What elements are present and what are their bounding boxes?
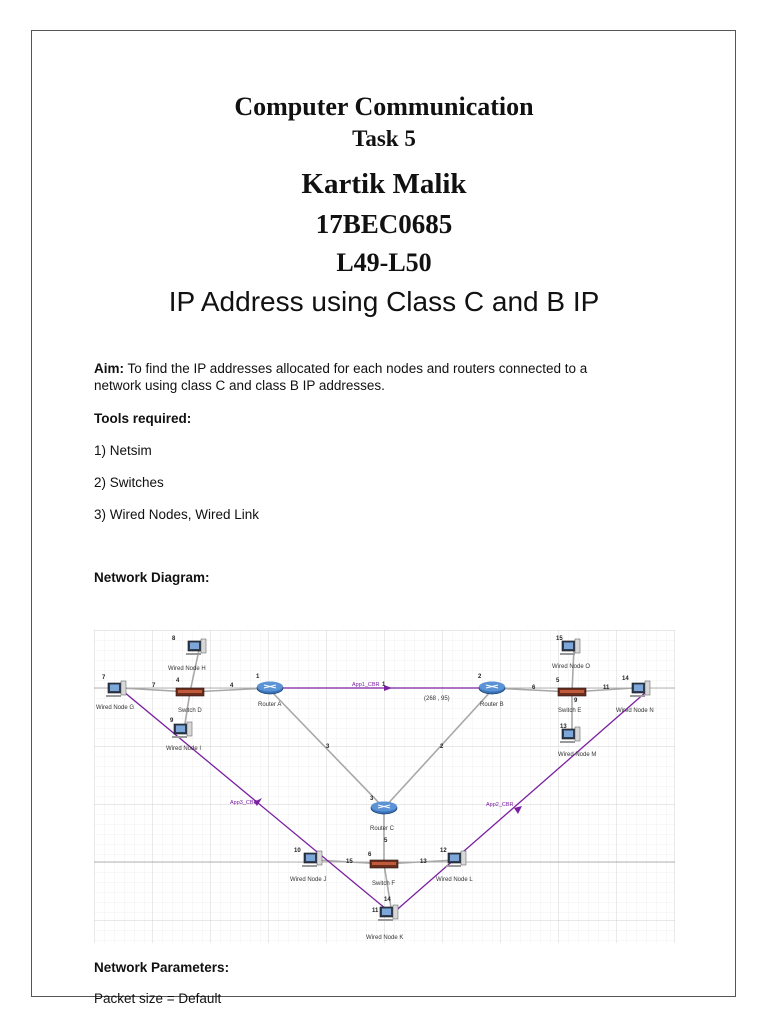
- node-number: 12: [440, 848, 447, 854]
- link-number: 7: [152, 683, 156, 689]
- student-name: Kartik Malik: [301, 168, 467, 200]
- node-label: Wired Node H: [168, 666, 206, 672]
- app-label: App2_CBR: [486, 802, 514, 808]
- node-number: 2: [478, 674, 482, 680]
- lab-slot: L49-L50: [336, 248, 432, 277]
- node-label: Wired Node L: [436, 877, 473, 883]
- node-label: Switch F: [372, 881, 395, 887]
- node-number: 6: [368, 852, 372, 858]
- router-a-icon: [256, 681, 284, 695]
- node-number: 5: [556, 678, 560, 684]
- node-number: 3: [370, 796, 374, 802]
- node-label: Router A: [258, 702, 281, 708]
- node-number: 4: [176, 678, 180, 684]
- node-number: 11: [372, 908, 379, 914]
- link-number: 1: [382, 682, 386, 688]
- link-switch-d-h: [189, 649, 200, 693]
- node-number: 14: [622, 676, 629, 682]
- page-bottom-rule: [31, 996, 736, 997]
- link-switch-d-i: [183, 691, 191, 731]
- node-label: Switch D: [178, 708, 202, 714]
- switch-d-icon: [175, 687, 205, 697]
- task-number: Task 5: [352, 126, 416, 151]
- link-number: 11: [603, 685, 610, 691]
- link-number: 2: [440, 744, 444, 750]
- tools-heading: Tools required:: [94, 411, 192, 426]
- node-number: 8: [172, 636, 176, 642]
- tool-item: 3) Wired Nodes, Wired Link: [94, 507, 260, 522]
- link-number: 6: [532, 685, 536, 691]
- app3-arrow: [514, 806, 522, 814]
- diagram-heading: Network Diagram:: [94, 570, 210, 585]
- aim-label: Aim:: [94, 361, 124, 376]
- params-heading: Network Parameters:: [94, 960, 230, 975]
- node-label: Router B: [480, 702, 504, 708]
- link-number: 9: [574, 698, 578, 704]
- node-label: Wired Node G: [96, 705, 134, 711]
- router-c-icon: [370, 801, 398, 815]
- node-label: Router C: [370, 826, 395, 832]
- network-diagram: Wired Node G 7 Wired Node H 8 Switch D 4…: [94, 630, 675, 943]
- app-label: App1_CBR: [352, 682, 380, 688]
- node-label: Wired Node K: [366, 935, 403, 941]
- app2-arrow: [254, 798, 262, 806]
- link-number: 13: [420, 859, 427, 865]
- tool-item: 1) Netsim: [94, 443, 152, 458]
- node-number: 15: [556, 636, 563, 642]
- page-border: [31, 30, 736, 996]
- link-number: 15: [346, 859, 353, 865]
- diagram-grid: [94, 630, 675, 943]
- node-number: 13: [560, 724, 567, 730]
- link-number: 5: [384, 838, 388, 844]
- link-switch-e-o: [571, 647, 575, 693]
- link-3: [269, 689, 385, 809]
- link-number: 4: [230, 683, 234, 689]
- link-number: 3: [326, 744, 330, 750]
- tool-item: 2) Switches: [94, 475, 164, 490]
- doc-subtitle: IP Address using Class C and B IP: [168, 286, 600, 317]
- node-label: Wired Node J: [290, 877, 326, 883]
- node-label: Wired Node I: [166, 746, 201, 752]
- node-label: Wired Node M: [558, 752, 596, 758]
- node-number: 10: [294, 848, 301, 854]
- node-label: Switch E: [558, 708, 581, 714]
- link-app2-right: [391, 691, 647, 915]
- doc-title: Computer Communication: [234, 92, 534, 121]
- registration-number: 17BEC0685: [315, 209, 453, 239]
- app1-arrow: [384, 685, 392, 691]
- link-number: 14: [384, 897, 391, 903]
- node-label: Wired Node N: [616, 708, 654, 714]
- node-label: Wired Node O: [552, 664, 590, 670]
- node-number: 1: [256, 674, 260, 680]
- coordinate-readout: (268 , 95): [424, 696, 450, 702]
- packet-size-line: Packet size = Default: [94, 991, 222, 1006]
- aim-paragraph: Aim: To find the IP addresses allocated …: [94, 360, 594, 394]
- link-2: [383, 689, 493, 809]
- router-b-icon: [478, 681, 506, 695]
- node-number: 7: [102, 675, 106, 681]
- app-label: App3_CBR: [230, 800, 258, 806]
- node-number: 9: [170, 718, 174, 724]
- switch-e-icon: [557, 687, 587, 697]
- link-14: [383, 863, 393, 915]
- aim-text: To find the IP addresses allocated for e…: [94, 361, 588, 393]
- switch-f-icon: [369, 859, 399, 869]
